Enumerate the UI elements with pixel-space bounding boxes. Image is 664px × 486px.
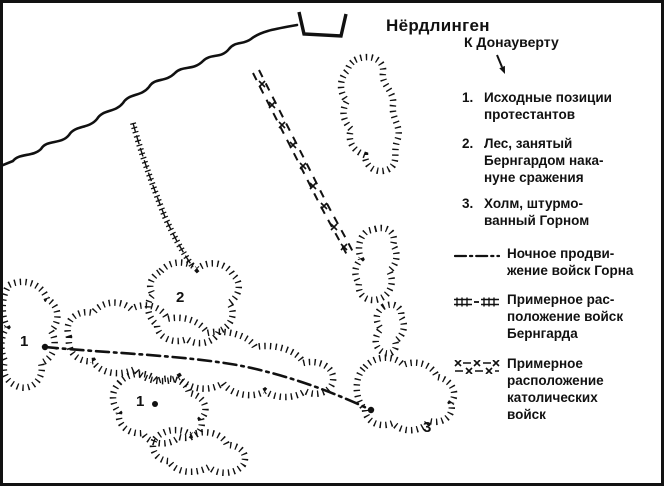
hill-contour bbox=[149, 426, 249, 476]
horn-night-advance-route bbox=[41, 343, 375, 414]
bernhard-position-line bbox=[130, 122, 196, 269]
horn-route-line bbox=[43, 345, 373, 412]
map-label-3-hill: 3 bbox=[423, 419, 432, 436]
horn-advance-line-sample bbox=[454, 254, 500, 258]
legend-key-text: Ночное продви- жение войск Горна bbox=[507, 246, 634, 278]
catholic-line-sample bbox=[454, 360, 500, 374]
legend-key-text: Примерное расположение католических войс… bbox=[507, 356, 604, 422]
legend-item-number: 1. bbox=[462, 90, 474, 105]
route-start-dot bbox=[41, 343, 49, 351]
hill-contour bbox=[64, 299, 337, 401]
battle-map-canvas bbox=[3, 11, 458, 476]
direction-arrow-icon bbox=[496, 54, 505, 74]
hill-contour bbox=[352, 224, 400, 304]
hill-contour bbox=[372, 301, 408, 357]
bernhard-line-sample bbox=[454, 297, 499, 307]
catholic-dash-line-2 bbox=[258, 69, 355, 255]
map-label-1-south: 1 bbox=[136, 393, 145, 410]
hill-contour bbox=[3, 278, 61, 391]
terrain-contours bbox=[3, 53, 458, 476]
legend-key-text: Примерное рас- положение войск Бернгарда bbox=[507, 292, 624, 341]
river-line bbox=[3, 23, 299, 167]
position-dot bbox=[152, 401, 158, 407]
stormed-hill-contour bbox=[353, 354, 458, 434]
legend-item-text: Лес, занятый Бернгардом нака- нуне сраже… bbox=[484, 136, 604, 185]
bernhard-centerline bbox=[132, 122, 194, 268]
direction-label: К Донауверту bbox=[464, 34, 559, 50]
map-title: Нёрдлинген bbox=[386, 16, 490, 35]
legend-key-catholic-position: Примерное расположение католических войс… bbox=[454, 355, 658, 423]
legend-item-text: Исходные позиции протестантов bbox=[484, 90, 612, 122]
map-label-2-forest: 2 bbox=[176, 289, 185, 306]
legend-item-number: 2. bbox=[462, 136, 474, 151]
catholic-position-line bbox=[252, 69, 355, 258]
legend-key-bernhard-position: Примерное рас- положение войск Бернгарда bbox=[454, 291, 658, 342]
route-end-dot bbox=[367, 406, 375, 414]
legend-item-text: Холм, штурмо- ванный Горном bbox=[484, 196, 590, 228]
legend-item-1: 1. Исходные позиции протестантов bbox=[462, 89, 656, 123]
legend-key-horn-advance: Ночное продви- жение войск Горна bbox=[454, 245, 658, 279]
legend-item-3: 3. Холм, штурмо- ванный Горном bbox=[462, 195, 656, 229]
map-label-1-west: 1 bbox=[20, 333, 29, 350]
legend-item-number: 3. bbox=[462, 196, 474, 211]
bernhard-hatch bbox=[130, 122, 196, 269]
catholic-dash-line-1 bbox=[252, 72, 349, 258]
catholic-x-marks bbox=[258, 80, 348, 251]
hill-contour bbox=[337, 53, 402, 175]
town-symbol bbox=[297, 11, 348, 38]
legend-item-2: 2. Лес, занятый Бернгардом нака- нуне ср… bbox=[462, 135, 656, 186]
